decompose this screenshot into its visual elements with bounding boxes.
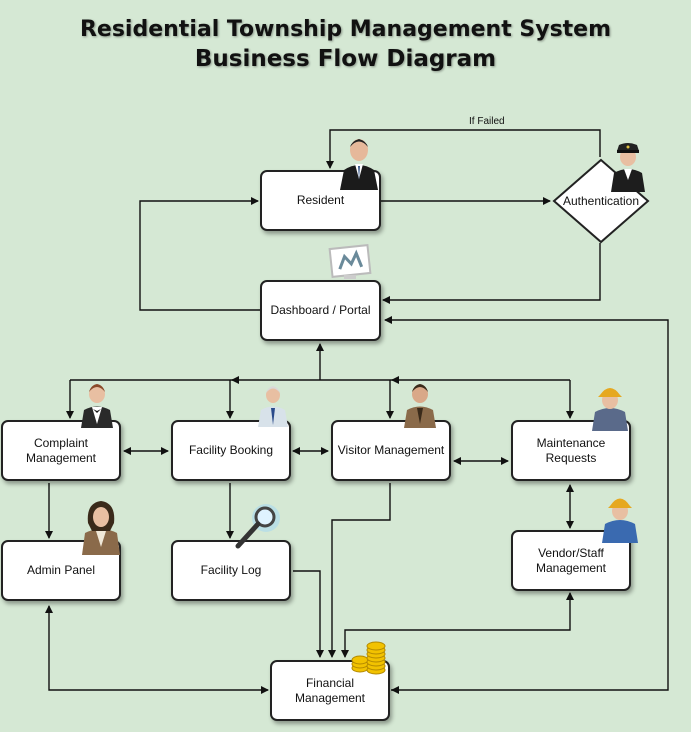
diagram-subtitle: Business Flow Diagram [194, 46, 497, 72]
gold-coins-icon [351, 641, 386, 675]
dashboard-monitor-icon [328, 244, 372, 279]
node-label: Complaint Management [25, 435, 97, 465]
businesswoman-icon [82, 501, 120, 555]
edge-visitor-financial [328, 483, 391, 658]
pilot-icon [611, 143, 645, 192]
waiter-icon [81, 384, 113, 428]
node-label: Financial Management [294, 675, 366, 705]
node-facility-booking[interactable]: Facility Booking [171, 420, 291, 481]
node-admin[interactable]: Admin Panel [1, 540, 121, 601]
node-authentication-label: Authentication [562, 194, 640, 208]
node-label: Dashboard / Portal [270, 303, 371, 317]
node-label: Vendor/Staff Management [535, 545, 607, 575]
node-label: Admin Panel [26, 563, 96, 577]
edge-label-if-failed: If Failed [469, 116, 505, 127]
node-label: Facility Booking [188, 443, 274, 457]
node-label: Maintenance Requests [536, 435, 606, 465]
edge-dashboard-resident [139, 197, 260, 311]
person-suit-icon [340, 139, 378, 190]
edge-auth-dashboard [382, 243, 601, 304]
edge-vendor-financial [341, 592, 574, 658]
node-label: Visitor Management [337, 443, 445, 457]
node-label: Facility Log [200, 563, 262, 577]
female-worker-icon [602, 498, 638, 543]
node-complaint[interactable]: Complaint Management [1, 420, 121, 481]
edge-financial-dashboard [384, 316, 669, 691]
edge-auth-resident-failed [326, 129, 601, 169]
node-visitor[interactable]: Visitor Management [331, 420, 451, 481]
node-dashboard[interactable]: Dashboard / Portal [260, 280, 381, 341]
node-label: Resident [296, 193, 345, 207]
office-worker-icon [258, 386, 288, 427]
hardhat-worker-icon [592, 388, 628, 431]
edge-admin-financial [45, 605, 269, 694]
node-facility-log[interactable]: Facility Log [171, 540, 291, 601]
edge-log-financial [293, 570, 324, 658]
guard-icon [404, 384, 436, 428]
diagram-title: Residential Township Management System [79, 17, 612, 42]
node-resident[interactable]: Resident [260, 170, 381, 231]
magnifier-icon [235, 504, 280, 549]
